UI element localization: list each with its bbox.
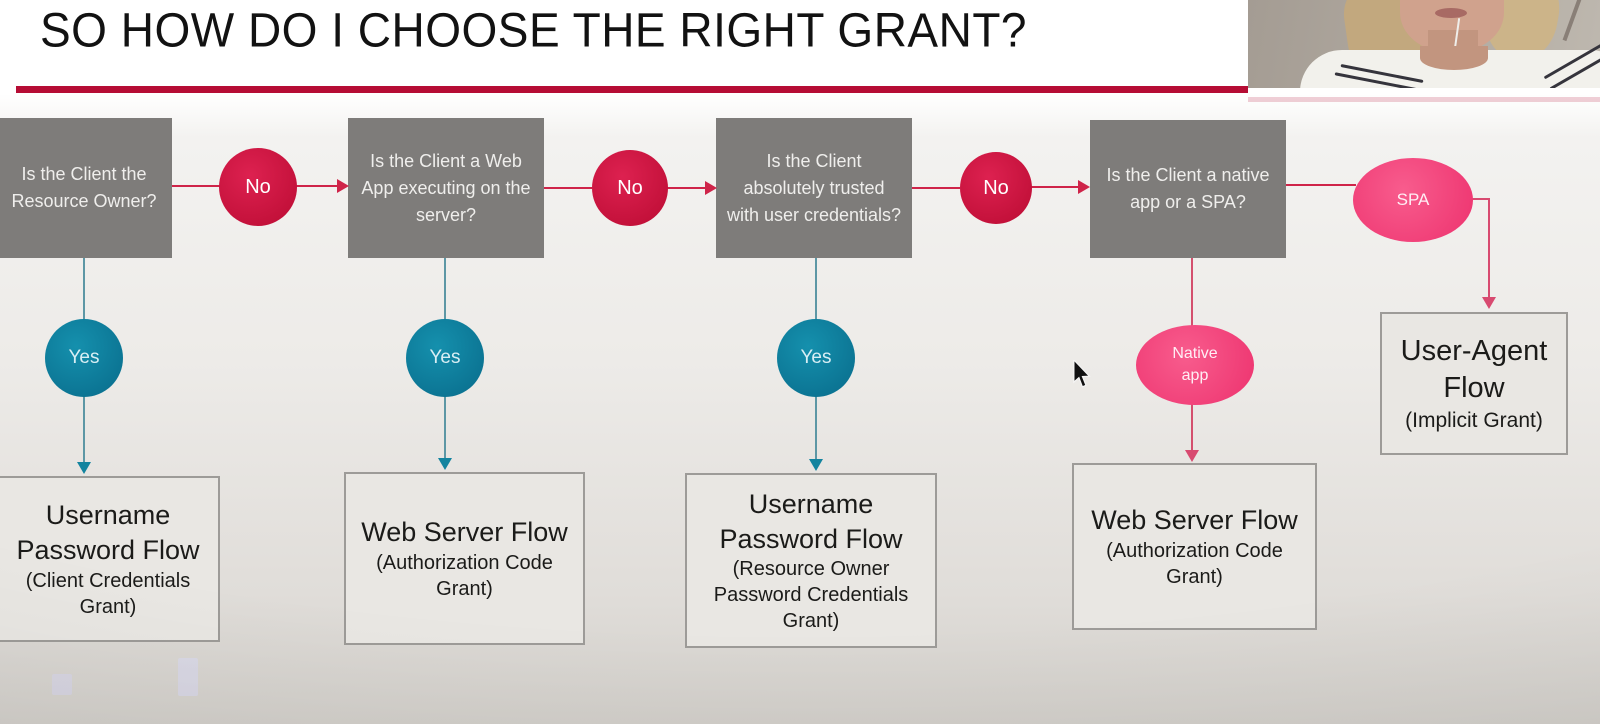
arrow-right-icon (705, 181, 717, 195)
question-box-3: Is the Client absolutely trusted with us… (716, 118, 912, 258)
result-title: Username Password Flow (719, 488, 903, 554)
result-box-1: Username Password Flow (Client Credentia… (0, 476, 220, 642)
watermark-rect (52, 674, 72, 695)
flow-line (1031, 186, 1079, 188)
result-title: Web Server Flow (361, 517, 568, 548)
native-app-ellipse: Native app (1136, 325, 1254, 405)
question-text: Is the Client a native app or a SPA? (1106, 165, 1270, 212)
arrow-down-icon (77, 462, 91, 474)
no-label: No (983, 176, 1009, 199)
spa-ellipse: SPA (1353, 158, 1473, 242)
arrow-right-icon (1078, 180, 1090, 194)
watermark-rect (178, 658, 198, 696)
spa-label: SPA (1396, 190, 1430, 209)
flow-line (666, 187, 706, 189)
flow-line (544, 187, 592, 189)
mouse-cursor (1073, 360, 1091, 388)
title-underline (16, 86, 1248, 93)
presenter-neckline (1420, 46, 1488, 70)
yes-label: Yes (429, 347, 461, 368)
question-box-2: Is the Client a Web App executing on the… (348, 118, 544, 258)
result-subtitle: (Implicit Grant) (1405, 408, 1543, 432)
arrow-down-icon (1185, 450, 1199, 462)
result-subtitle: (Authorization Code Grant) (376, 551, 553, 600)
no-label: No (617, 176, 643, 199)
wall-frame-edge (1562, 0, 1584, 42)
result-title: User-Agent Flow (1400, 334, 1548, 404)
no-circle-3: No (960, 152, 1032, 224)
result-subtitle: (Client Credentials Grant) (25, 569, 191, 618)
arrow-down-icon (438, 458, 452, 470)
flow-line (294, 185, 338, 187)
page-title: SO HOW DO I CHOOSE THE RIGHT GRANT? (40, 3, 1028, 58)
no-label: No (245, 175, 271, 198)
result-box-5: User-Agent Flow (Implicit Grant) (1380, 312, 1568, 455)
title-underline-faint (1248, 97, 1600, 102)
arrow-down-icon (809, 459, 823, 471)
flow-line (1468, 198, 1490, 200)
result-box-2: Web Server Flow (Authorization Code Gran… (344, 472, 585, 645)
result-box-3: Username Password Flow (Resource Owner P… (685, 473, 937, 648)
presenter-lips (1435, 8, 1467, 18)
result-box-4: Web Server Flow (Authorization Code Gran… (1072, 463, 1317, 630)
no-circle-2: No (592, 150, 668, 226)
yes-circle-3: Yes (777, 319, 855, 397)
yes-circle-1: Yes (45, 319, 123, 397)
yes-label: Yes (68, 347, 100, 368)
native-app-label: Native app (1172, 345, 1218, 384)
flow-line (172, 185, 222, 187)
question-box-1: Is the Client the Resource Owner? (0, 118, 172, 258)
yes-label: Yes (800, 347, 832, 368)
flow-line (1286, 184, 1356, 186)
arrow-right-icon (337, 179, 349, 193)
result-subtitle: (Authorization Code Grant) (1106, 539, 1283, 588)
result-title: Web Server Flow (1091, 505, 1298, 536)
yes-circle-2: Yes (406, 319, 484, 397)
webcam-video (1248, 0, 1600, 88)
question-box-4: Is the Client a native app or a SPA? (1090, 120, 1286, 258)
result-subtitle: (Resource Owner Password Credentials Gra… (713, 558, 909, 633)
question-text: Is the Client absolutely trusted with us… (726, 150, 902, 225)
no-circle-1: No (219, 148, 297, 226)
result-title: Username Password Flow (16, 500, 200, 565)
question-text: Is the Client the Resource Owner? (11, 164, 157, 211)
flow-line (1488, 198, 1490, 298)
flow-line (912, 187, 960, 189)
arrow-down-icon (1482, 297, 1496, 309)
question-text: Is the Client a Web App executing on the… (361, 150, 531, 225)
